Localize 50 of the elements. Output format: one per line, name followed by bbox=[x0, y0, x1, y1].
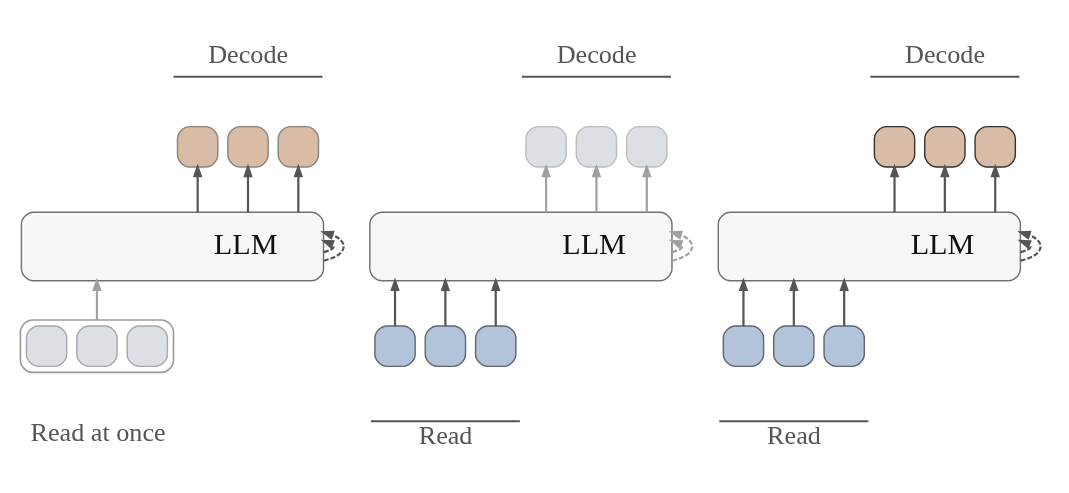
label: Read at once bbox=[30, 418, 166, 448]
arrow bbox=[440, 277, 451, 326]
node-box bbox=[924, 125, 966, 168]
arrow bbox=[669, 239, 684, 254]
node-box bbox=[823, 325, 865, 368]
arrow bbox=[1017, 230, 1042, 262]
node-box bbox=[974, 125, 1017, 168]
arrow bbox=[92, 277, 102, 320]
node-box bbox=[277, 125, 320, 168]
arrow bbox=[940, 163, 950, 213]
node-box bbox=[424, 325, 467, 368]
node-box: LLM bbox=[20, 211, 325, 282]
arrow bbox=[591, 163, 602, 213]
arrow bbox=[1017, 239, 1032, 254]
arrow bbox=[541, 163, 551, 213]
cluster bbox=[19, 319, 175, 374]
arrow bbox=[839, 277, 849, 326]
arrow bbox=[243, 163, 253, 213]
arrow bbox=[320, 230, 345, 262]
node-box bbox=[25, 325, 68, 368]
node-box: LLM bbox=[369, 211, 673, 282]
node-box bbox=[474, 325, 517, 368]
arrow bbox=[889, 163, 900, 213]
label: Decode bbox=[556, 39, 637, 69]
node-box bbox=[176, 125, 219, 168]
label: Decode bbox=[208, 39, 289, 69]
arrow bbox=[320, 239, 335, 254]
node-box: LLM bbox=[717, 211, 1022, 282]
node-box bbox=[525, 125, 567, 168]
label: Read bbox=[767, 421, 821, 451]
node-box bbox=[625, 125, 668, 168]
arrow bbox=[293, 163, 304, 213]
arrow bbox=[642, 163, 652, 213]
label: Decode bbox=[905, 39, 986, 69]
node-box bbox=[722, 325, 765, 368]
node-box bbox=[873, 125, 916, 168]
label: Read bbox=[418, 421, 473, 451]
arrow bbox=[390, 277, 400, 326]
arrow bbox=[738, 277, 749, 326]
arrow bbox=[990, 163, 1000, 213]
node-box bbox=[575, 125, 618, 168]
node-box bbox=[772, 325, 815, 368]
arrow bbox=[668, 230, 694, 262]
node-box bbox=[76, 325, 118, 368]
node-box bbox=[126, 325, 169, 368]
arrow bbox=[789, 277, 799, 326]
arrow bbox=[491, 277, 501, 326]
node-box bbox=[374, 325, 416, 368]
arrow bbox=[192, 163, 203, 213]
node-box bbox=[227, 125, 269, 168]
